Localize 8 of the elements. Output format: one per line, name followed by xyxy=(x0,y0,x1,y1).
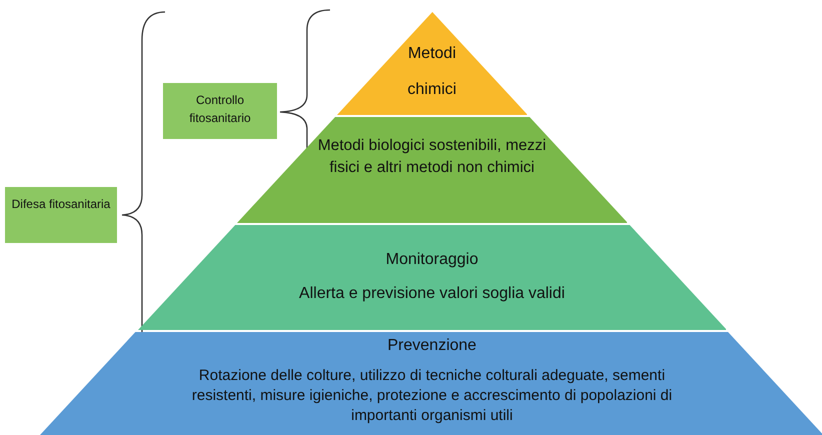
tier-title: Monitoraggio xyxy=(384,250,480,270)
tier-text: Rotazione delle colture, utilizzo di tecniche colturali adeguate, sementi resistenti, misure igieniche, protezione e accrescimento di popolazioni di importanti organismi utili xyxy=(190,366,674,426)
label-box: Difesa fitosanitaria xyxy=(5,187,117,243)
tier-text: Allerta e previsione valori soglia validi xyxy=(298,284,566,304)
tier-text: Metodi biologici sostenibili, mezzi fisici e altri metodi non chimici xyxy=(316,136,548,178)
label-box: Controllo fitosanitario xyxy=(163,83,277,139)
tier-text: Metodi chimici xyxy=(406,44,458,100)
tier-title: Prevenzione xyxy=(386,336,478,356)
